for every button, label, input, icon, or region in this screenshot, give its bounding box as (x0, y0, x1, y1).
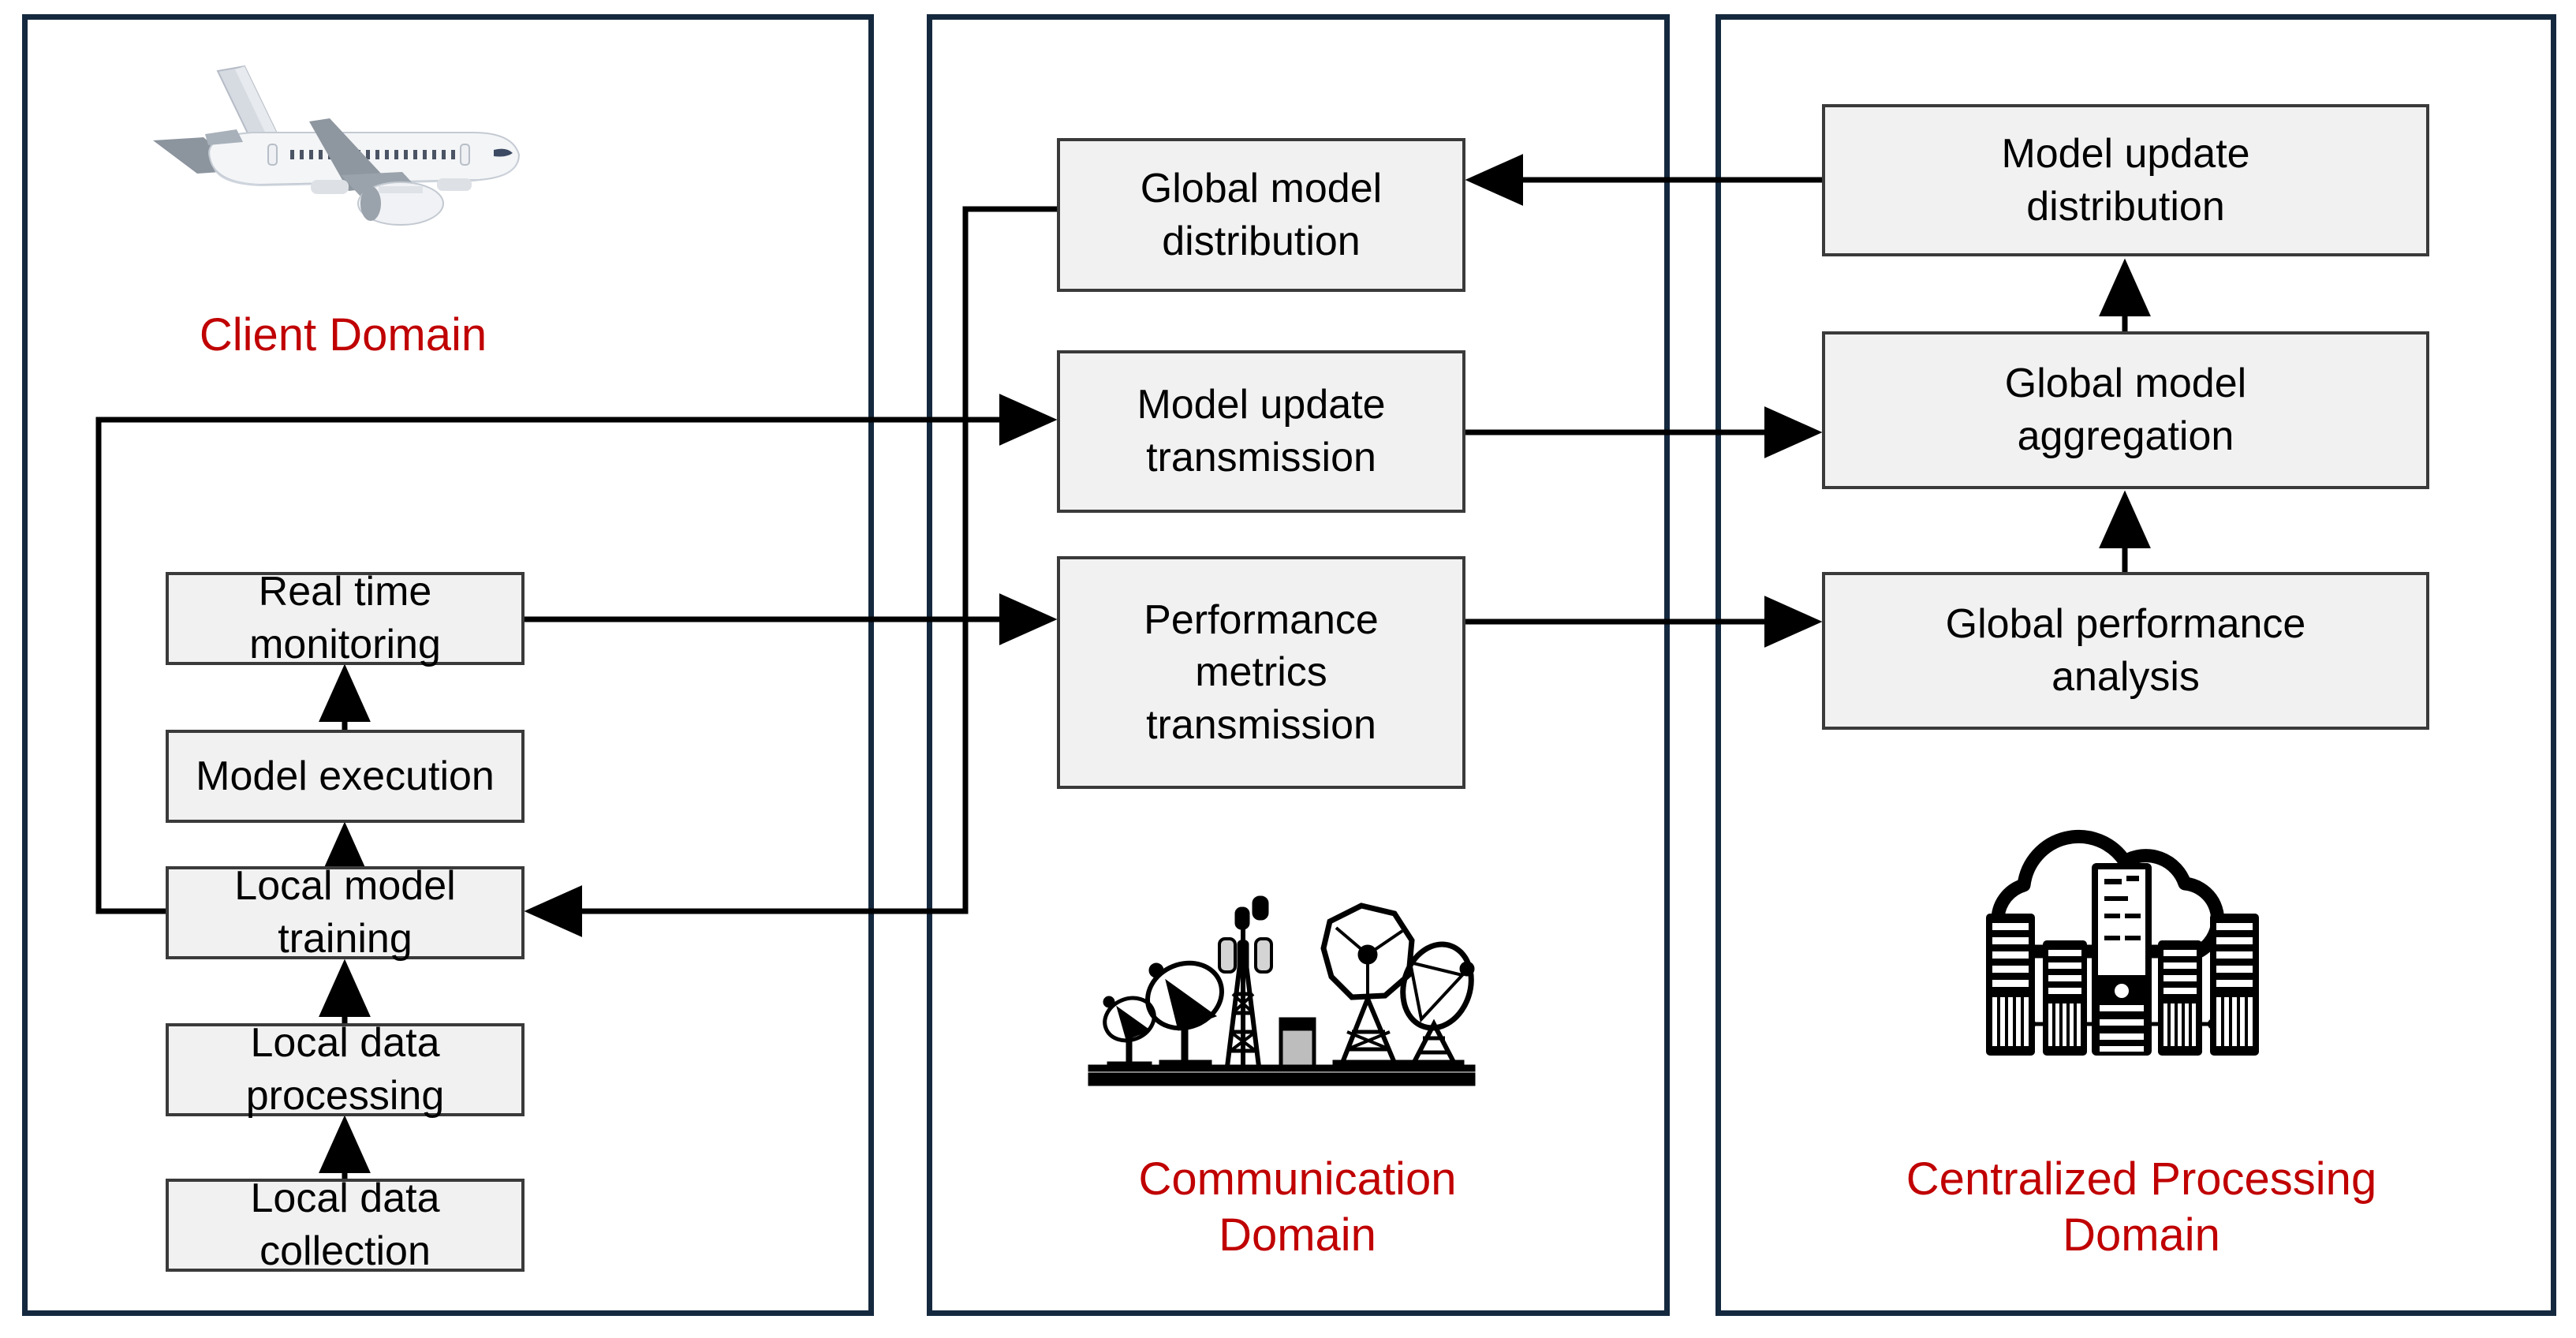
node-global-performance-analysis[interactable]: Global performance analysis (1822, 572, 2429, 730)
node-label: Model update transmission (1137, 382, 1386, 480)
node-label: Global model aggregation (2004, 361, 2247, 459)
node-label: Model execution (196, 753, 495, 799)
cloud-servers-icon (1948, 797, 2295, 1104)
node-label: Global model distribution (1140, 165, 1383, 264)
antenna-array-icon (1081, 820, 1483, 1112)
caption-centralized-processing-domain: Centralized Processing Domain (1906, 1153, 2377, 1261)
node-local-data-collection[interactable]: Local data collection (166, 1175, 525, 1274)
caption-communication-domain: Communication Domain (1138, 1153, 1457, 1261)
node-global-model-aggregation[interactable]: Global model aggregation (1822, 331, 2429, 489)
node-label: Real time monitoring (249, 569, 441, 667)
node-label: Local data processing (245, 1020, 445, 1119)
node-local-model-training[interactable]: Local model training (166, 863, 525, 962)
node-local-data-processing[interactable]: Local data processing (166, 1020, 525, 1119)
node-model-update-distribution[interactable]: Model update distribution (1822, 104, 2429, 256)
airplane-icon (142, 39, 552, 284)
node-label: Local data collection (250, 1175, 440, 1274)
caption-client-domain: Client Domain (199, 309, 487, 361)
node-label: Model update distribution (2001, 130, 2250, 230)
node-model-update-transmission[interactable]: Model update transmission (1057, 350, 1465, 513)
panel-centralized-processing-domain (1715, 14, 2556, 1316)
node-label: Global performance analysis (1945, 601, 2306, 700)
node-model-execution[interactable]: Model execution (166, 730, 525, 823)
node-performance-metrics-transmission[interactable]: Performance metrics transmission (1057, 556, 1465, 789)
node-real-time-monitoring[interactable]: Real time monitoring (166, 569, 525, 667)
node-label: Performance metrics transmission (1144, 596, 1379, 748)
node-label: Local model training (234, 863, 456, 962)
node-global-model-distribution[interactable]: Global model distribution (1057, 138, 1465, 292)
